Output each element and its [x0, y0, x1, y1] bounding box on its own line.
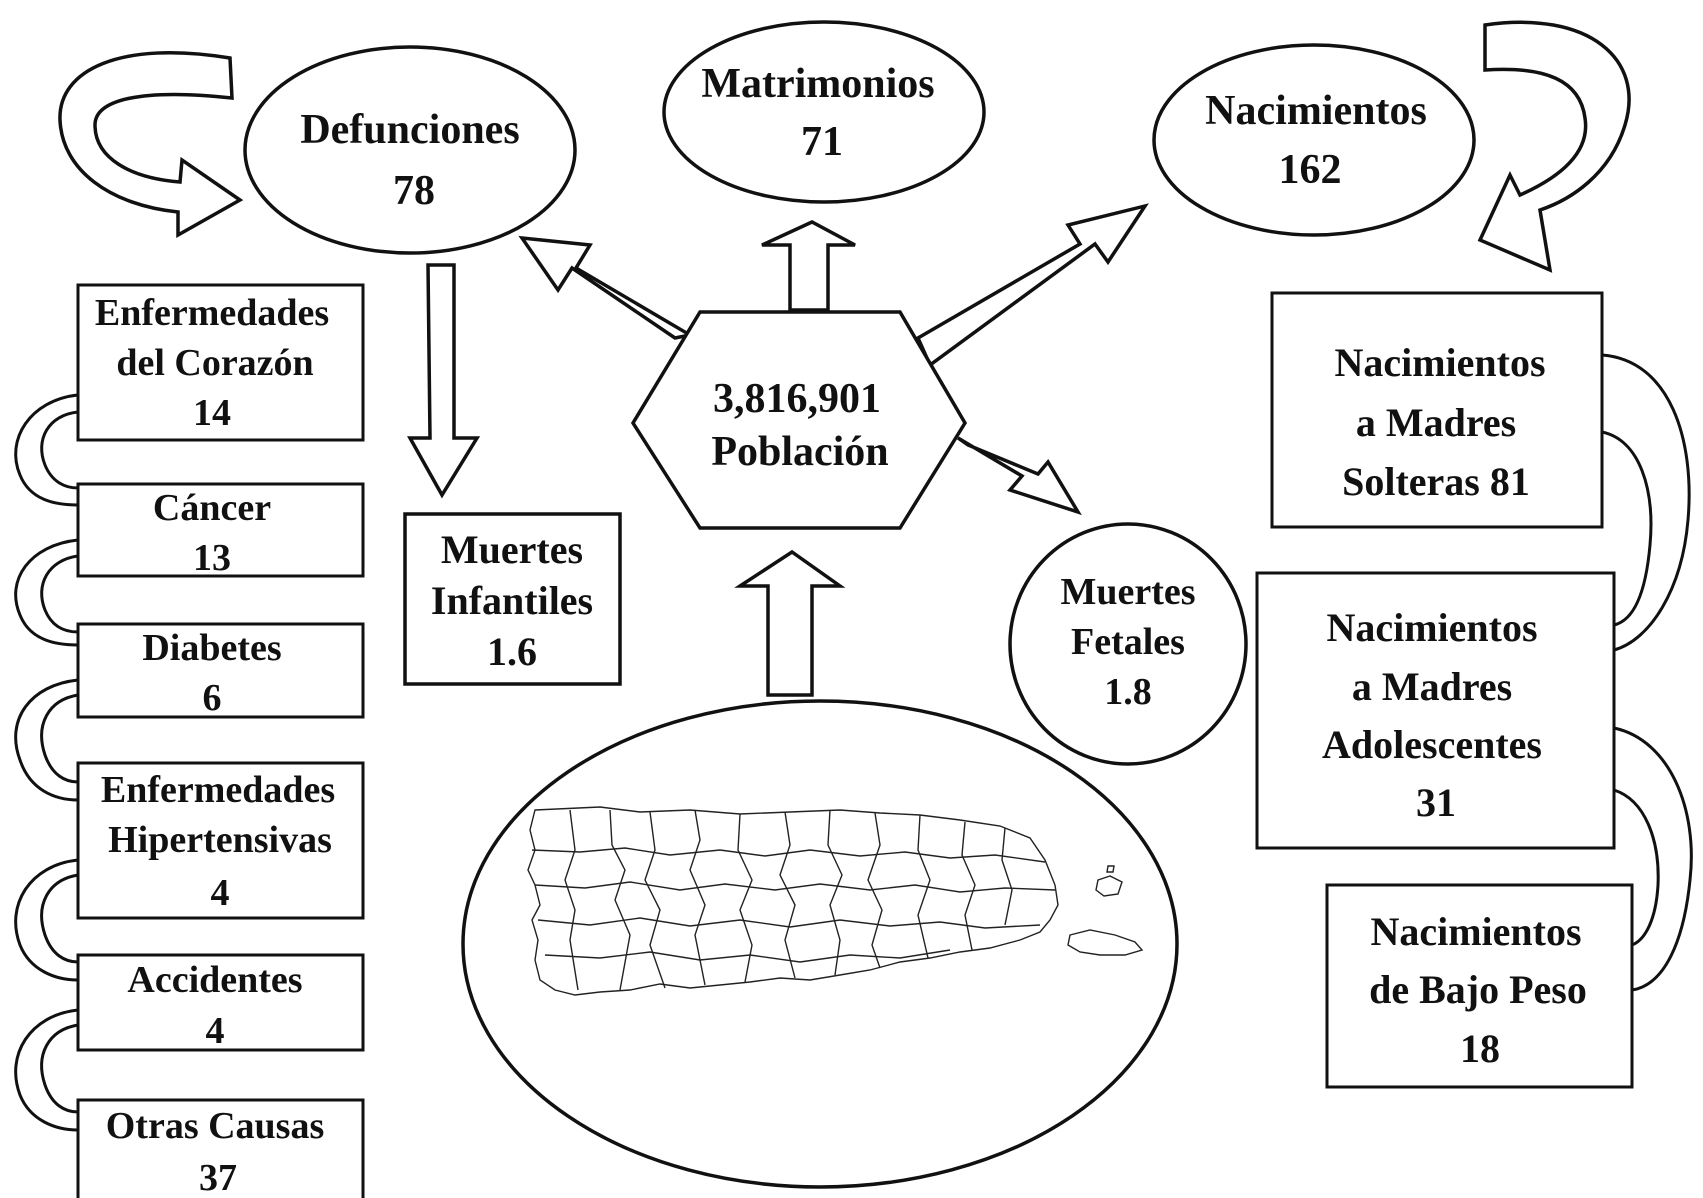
birth-solteras-line1: Nacimientos	[1334, 340, 1545, 385]
cause-box-corazon: Enfermedades del Corazón 14	[76, 283, 365, 442]
arrow-up-icon	[761, 220, 856, 312]
cause-box-hipertensivas: Enfermedades Hipertensivas 4	[76, 761, 365, 920]
cause-box-diabetes: Diabetes 6	[76, 622, 365, 719]
cause-hipertensivas-value: 4	[211, 872, 230, 914]
population-node: 3,816,901 Población	[630, 310, 968, 530]
birth-chain-connectors	[1601, 353, 1693, 992]
muertes-fetales-line2: Fetales	[1071, 621, 1185, 663]
cause-corazon-line2: del Corazón	[116, 342, 313, 384]
map-node	[461, 699, 1179, 1189]
cause-box-accidentes: Accidentes 4	[76, 953, 365, 1052]
cause-chain-connectors	[14, 393, 79, 1132]
nacimientos-node: Nacimientos 162	[1152, 43, 1476, 237]
cause-corazon-line1: Enfermedades	[95, 292, 329, 334]
birth-adolescentes-line1: Nacimientos	[1326, 605, 1537, 650]
curved-arrow-left-icon	[58, 51, 244, 238]
matrimonios-value: 71	[801, 119, 843, 165]
cause-box-otras: Otras Causas 37	[76, 1098, 365, 1198]
muertes-fetales-node: Muertes Fetales 1.8	[1008, 522, 1248, 766]
arrow-up-left-icon	[518, 235, 695, 340]
matrimonios-label: Matrimonios	[701, 61, 934, 107]
birth-adolescentes-line4: 31	[1416, 780, 1456, 825]
matrimonios-node: Matrimonios 71	[662, 20, 986, 204]
curved-arrow-right-icon	[1477, 20, 1631, 273]
nacimientos-label: Nacimientos	[1205, 88, 1427, 134]
cause-accidentes-line1: Accidentes	[127, 959, 302, 1001]
arrow-up-from-map-icon	[734, 549, 846, 697]
muertes-infantiles-node: Muertes Infantiles 1.6	[403, 512, 622, 686]
defunciones-value: 78	[393, 168, 435, 214]
birth-adolescentes-line3: Adolescentes	[1322, 722, 1542, 767]
cause-cancer-value: 13	[193, 537, 231, 579]
birth-box-solteras: Nacimientos a Madres Solteras 81	[1270, 291, 1604, 529]
muertes-infantiles-line1: Muertes	[441, 527, 583, 572]
cause-diabetes-line1: Diabetes	[142, 627, 281, 669]
muertes-fetales-line1: Muertes	[1060, 571, 1195, 613]
birth-bajo-peso-line1: Nacimientos	[1370, 909, 1581, 954]
cause-corazon-value: 14	[193, 392, 231, 434]
birth-box-adolescentes: Nacimientos a Madres Adolescentes 31	[1255, 571, 1616, 850]
cause-hipertensivas-line1: Enfermedades	[101, 769, 335, 811]
birth-box-bajo-peso: Nacimientos de Bajo Peso 18	[1325, 883, 1634, 1089]
cause-box-cancer: Cáncer 13	[76, 482, 365, 579]
defunciones-node: Defunciones 78	[243, 45, 577, 255]
population-value: 3,816,901	[713, 376, 881, 422]
arrow-down-right-icon	[956, 436, 1082, 516]
birth-bajo-peso-line2: de Bajo Peso	[1369, 967, 1587, 1012]
arrow-up-right-icon	[915, 203, 1149, 368]
cause-accidentes-value: 4	[206, 1010, 225, 1052]
cause-hipertensivas-line2: Hipertensivas	[108, 819, 332, 861]
cause-diabetes-value: 6	[203, 677, 222, 719]
birth-bajo-peso-line3: 18	[1460, 1026, 1500, 1071]
birth-solteras-line3: Solteras 81	[1342, 459, 1530, 504]
birth-adolescentes-line2: a Madres	[1352, 664, 1512, 709]
muertes-infantiles-value: 1.6	[487, 629, 537, 674]
puerto-rico-map-icon	[527, 806, 1144, 996]
cause-otras-line1: Otras Causas	[106, 1105, 325, 1147]
muertes-fetales-value: 1.8	[1104, 671, 1152, 713]
arrow-down-icon	[407, 263, 481, 499]
nacimientos-value: 162	[1279, 147, 1342, 193]
muertes-infantiles-line2: Infantiles	[431, 578, 593, 623]
cause-otras-value: 37	[199, 1157, 237, 1198]
defunciones-label: Defunciones	[300, 107, 519, 153]
population-label: Población	[711, 429, 888, 475]
birth-solteras-line2: a Madres	[1356, 400, 1516, 445]
cause-cancer-line1: Cáncer	[153, 487, 271, 529]
